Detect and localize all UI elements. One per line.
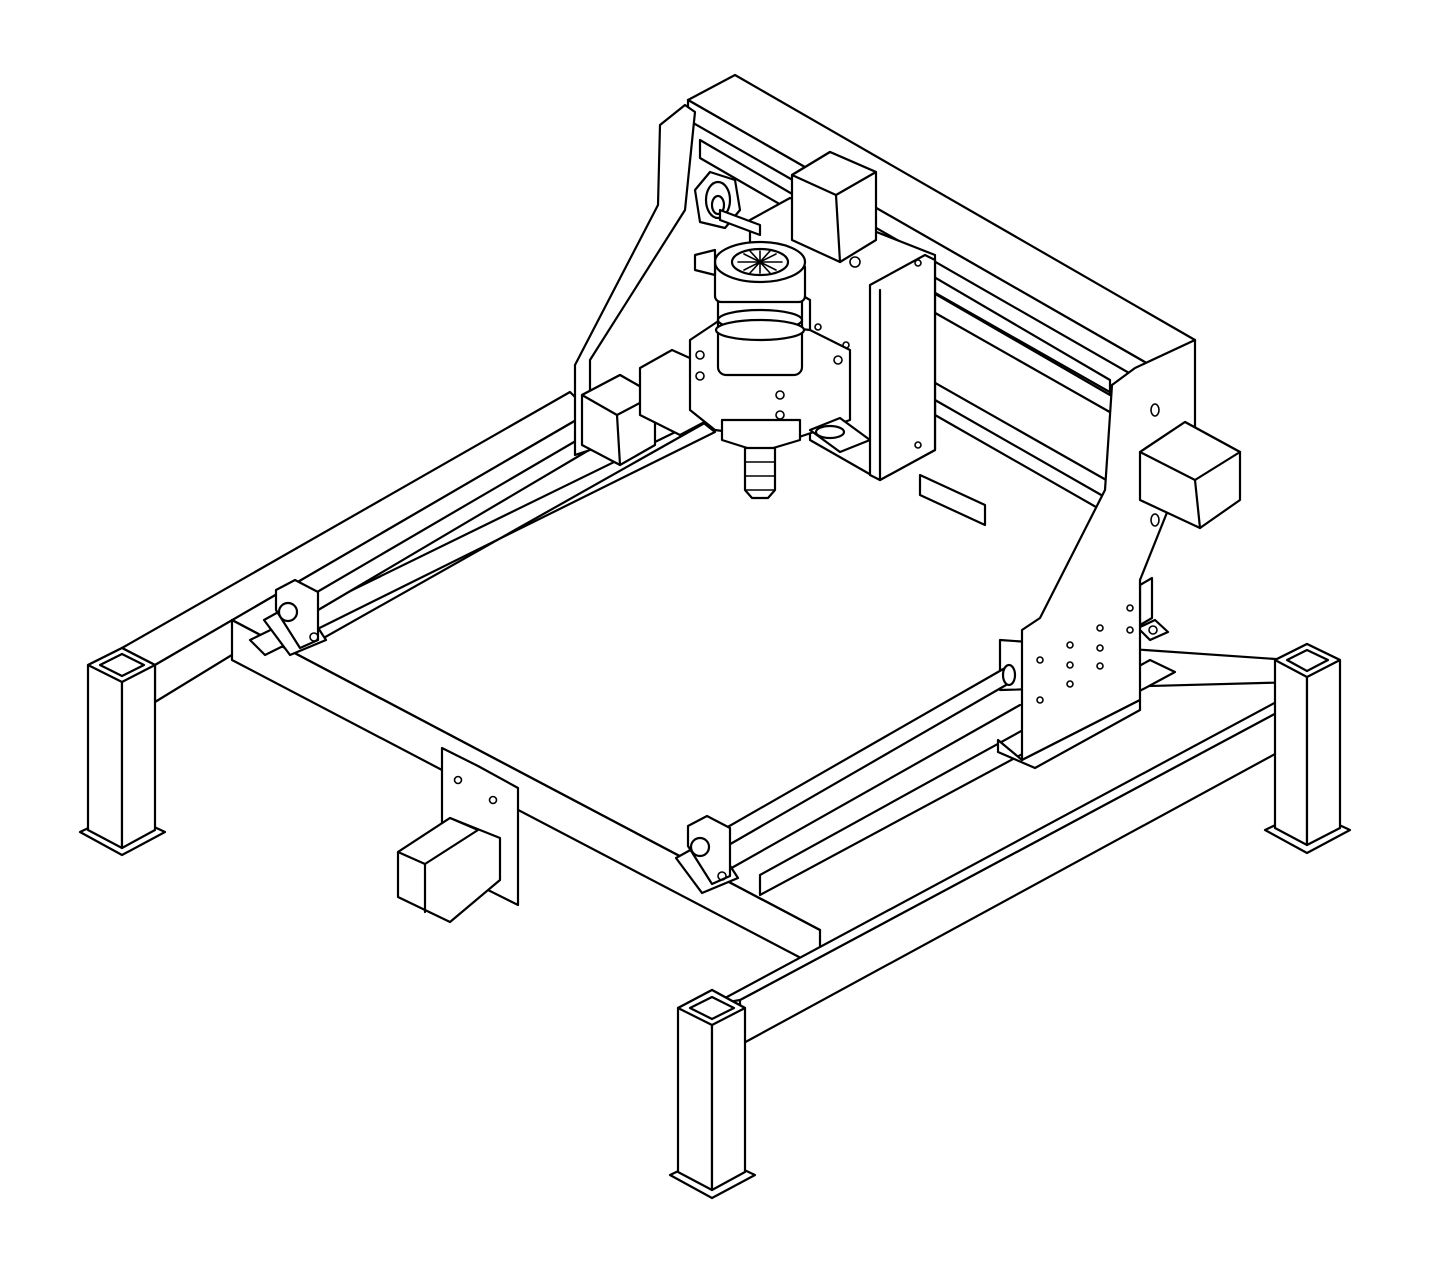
legs bbox=[78, 642, 1352, 1200]
spindle-fan-blades bbox=[737, 250, 783, 274]
front-beam-top-edge bbox=[230, 618, 822, 932]
gantry-right-holes bbox=[1036, 403, 1160, 704]
gantry-right-base bbox=[996, 698, 1142, 770]
tube-opening bbox=[688, 995, 736, 1021]
z-front-plate bbox=[868, 253, 937, 482]
stepper-motor-z bbox=[790, 150, 878, 264]
tube-opening bbox=[98, 652, 146, 678]
tube-opening bbox=[1285, 648, 1330, 673]
left-side-beam-face bbox=[153, 410, 592, 704]
leg-front-left bbox=[668, 988, 757, 1200]
x-axis-motor-assembly bbox=[396, 746, 520, 924]
spindle bbox=[688, 240, 852, 500]
shaft-support-left bbox=[262, 578, 328, 657]
left-inner-rail-beam bbox=[248, 418, 717, 657]
leg-front-right bbox=[1263, 642, 1352, 855]
linear-rods bbox=[298, 418, 1022, 872]
gantry bbox=[573, 73, 1242, 770]
leg-back-left bbox=[78, 646, 167, 857]
shaft-support-right-back bbox=[1136, 576, 1170, 642]
bearing-flange bbox=[693, 170, 762, 237]
stepper-motor-gantry-right bbox=[1138, 420, 1242, 530]
shaft-support-front bbox=[674, 814, 740, 895]
gantry-right-plate bbox=[1020, 338, 1197, 762]
shaft-supports bbox=[262, 576, 1170, 895]
gantry-bottom-details bbox=[808, 416, 987, 527]
front-cross-beam bbox=[230, 618, 822, 970]
